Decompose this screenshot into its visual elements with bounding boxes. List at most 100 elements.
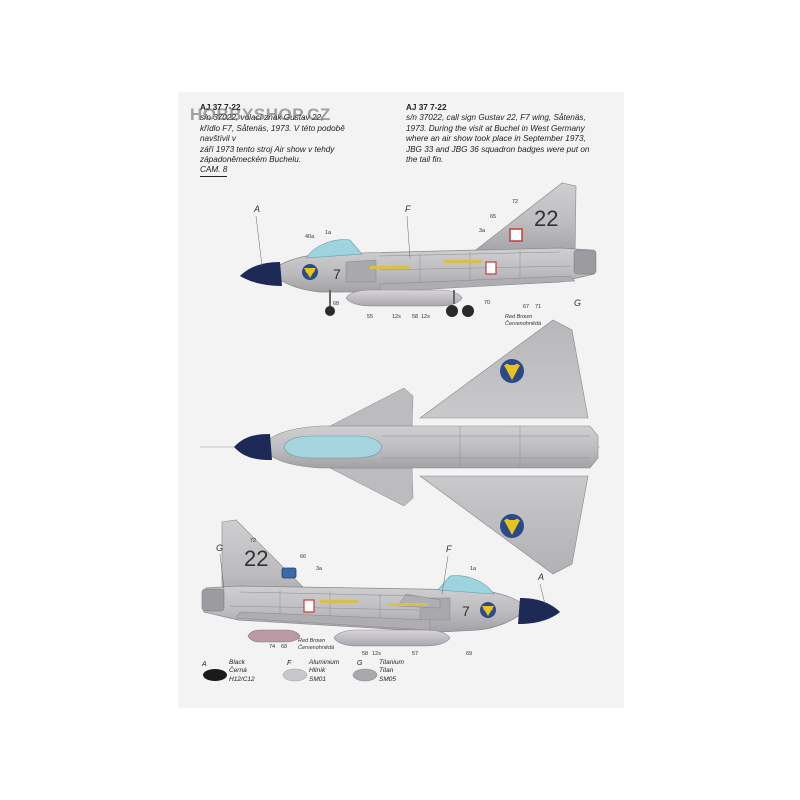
drop-tank-top (345, 289, 463, 307)
caption-czech-line-2: křídlo F7, Såtenäs, 1973. V této podobě … (200, 123, 345, 144)
callout-66-bottom: 66 (300, 554, 306, 560)
callout-f-top: F (405, 204, 411, 214)
legend-titanium-en: Titanium (379, 659, 404, 666)
legend-item-aluminium: F Aluminium Hliník SM01 (282, 659, 340, 683)
nose-wheel-top (325, 306, 335, 316)
underside-view (200, 319, 600, 575)
roundel-wing-upper (500, 359, 524, 383)
legend-black-code: H12/C12 (229, 676, 255, 683)
side-view-left: 7 22 A F G 40a 1a 72 65 3a 68 70 67 71 5… (240, 182, 597, 327)
callout-58-bottom: 58 (362, 651, 368, 657)
roundel-wing-lower (500, 514, 524, 538)
canard-lower (329, 467, 414, 507)
callout-12s-top-1: 12s (392, 314, 401, 320)
tail-code-top: 22 (534, 206, 558, 231)
callout-72-bottom: 72 (250, 538, 256, 544)
swatch-titanium (352, 668, 378, 682)
squadron-badge-tail-right (281, 567, 297, 579)
squadron-badge-fuselage (485, 261, 497, 275)
canard-upper (329, 387, 414, 427)
callout-12s-top-2: 12s (421, 314, 430, 320)
exhaust-right (201, 588, 225, 612)
callout-65-top: 65 (490, 214, 496, 220)
swatch-aluminium (282, 668, 308, 682)
ventral-tank (283, 435, 383, 459)
legend-black-en: Black (229, 659, 246, 666)
legend-titanium-code: SM05 (379, 676, 396, 683)
callout-58-top: 58 (412, 314, 418, 320)
callout-1a-bottom: 1a (470, 566, 477, 572)
callout-67-top: 67 (523, 304, 529, 310)
caption-english-line-3: where an air show took place in Septembe… (406, 134, 586, 144)
callout-g-bottom: G (216, 543, 223, 553)
caption-english-line-2: 1973. During the visit at Buchel in West… (406, 123, 585, 133)
caption-english: AJ 37 7-22 s/n 37022, call sign Gustav 2… (406, 103, 602, 165)
squadron-badge-tail (509, 228, 523, 242)
tail-code-bottom: 22 (244, 546, 268, 571)
legend-key-f: F (287, 660, 292, 667)
callout-12s-bottom: 12s (372, 651, 381, 657)
legend-item-black: A Black Černá H12/C12 (201, 659, 255, 683)
legend-black-cz: Černá (229, 665, 247, 674)
red-brown-label-bottom-cz: Červenohnědá (298, 644, 334, 651)
callout-74-bottom: 74 (269, 644, 275, 650)
callout-3a-bottom: 3a (316, 566, 323, 572)
squadron-badge-fuselage-right (303, 599, 315, 613)
legend-item-titanium: G Titanium Titan SM05 (352, 659, 404, 683)
tail-fin (467, 182, 577, 257)
canopy-right (437, 575, 495, 595)
nose-cone-right (518, 598, 560, 624)
red-brown-label-bottom-en: Red Brown (298, 638, 325, 644)
callout-71-top: 71 (535, 304, 541, 310)
nose-cone (240, 262, 282, 286)
legend-aluminium-cz: Hliník (309, 667, 326, 674)
exhaust (573, 249, 597, 275)
side-view-right: 7 22 G F A 72 66 3a 1a 74 68 58 12s 57 6… (201, 519, 560, 657)
caption-czech-line-4: západoněmeckém Buchelu. (200, 155, 302, 165)
callout-70-top: 70 (484, 300, 490, 306)
caption-english-line-4: JBG 33 and JBG 36 squadron badges were p… (406, 144, 590, 154)
caption-english-title: AJ 37 7-22 (406, 103, 447, 112)
caption-english-line-1: s/n 37022, call sign Gustav 22, F7 wing,… (406, 113, 586, 123)
swatch-black (203, 669, 227, 681)
callout-40a-top: 40a (305, 234, 315, 240)
caption-czech-line-3: září 1973 tento stroj Air show v tehdy (200, 144, 335, 154)
red-brown-label-top-en: Red Brown (505, 314, 532, 320)
color-legend: A Black Černá H12/C12 F Aluminium Hliník… (201, 659, 404, 683)
air-intake (345, 259, 377, 283)
callout-72-top: 72 (512, 199, 518, 205)
callout-f-bottom: F (446, 544, 452, 554)
nose-code-top: 7 (333, 266, 341, 282)
callout-55-top: 55 (367, 314, 373, 320)
callout-68-bottom: 68 (281, 644, 287, 650)
nose-cone-underside (234, 434, 272, 460)
red-brown-pod (247, 629, 301, 643)
caption-english-line-5: the tail fin. (406, 155, 444, 165)
callout-1a-top: 1a (325, 230, 332, 236)
nose-code-bottom: 7 (462, 603, 470, 619)
caption-czech-title: AJ 37 7-22 (200, 103, 241, 112)
watermark: HOBBYSHOP.CZ (190, 105, 331, 124)
drop-tank-bottom (333, 629, 451, 647)
camouflage-reference: CAM. 8 (200, 165, 228, 177)
callout-g-top: G (574, 298, 581, 308)
callout-a-top: A (253, 204, 260, 214)
main-wheel-2 (462, 305, 474, 317)
callout-3a-top: 3a (479, 228, 486, 234)
legend-titanium-cz: Titan (379, 667, 394, 674)
callout-69-bottom: 69 (466, 651, 472, 657)
canopy (305, 239, 363, 259)
callout-57-bottom: 57 (412, 651, 418, 657)
main-wheel-1 (446, 305, 458, 317)
red-brown-label-top-cz: Červenohnědá (505, 320, 541, 327)
legend-aluminium-code: SM01 (309, 676, 326, 683)
callout-68-top: 68 (333, 301, 339, 307)
caption-czech: AJ 37 7-22 s/n 37022, volací znak Gustav… (200, 103, 362, 177)
roundel-side-bottom (480, 602, 496, 618)
caption-czech-line-1: s/n 37022, volací znak Gustav 22, (200, 113, 324, 123)
roundel-side-top (302, 264, 318, 280)
callout-a-bottom: A (537, 572, 544, 582)
legend-key-g: G (357, 660, 363, 667)
legend-aluminium-en: Aluminium (308, 659, 340, 666)
